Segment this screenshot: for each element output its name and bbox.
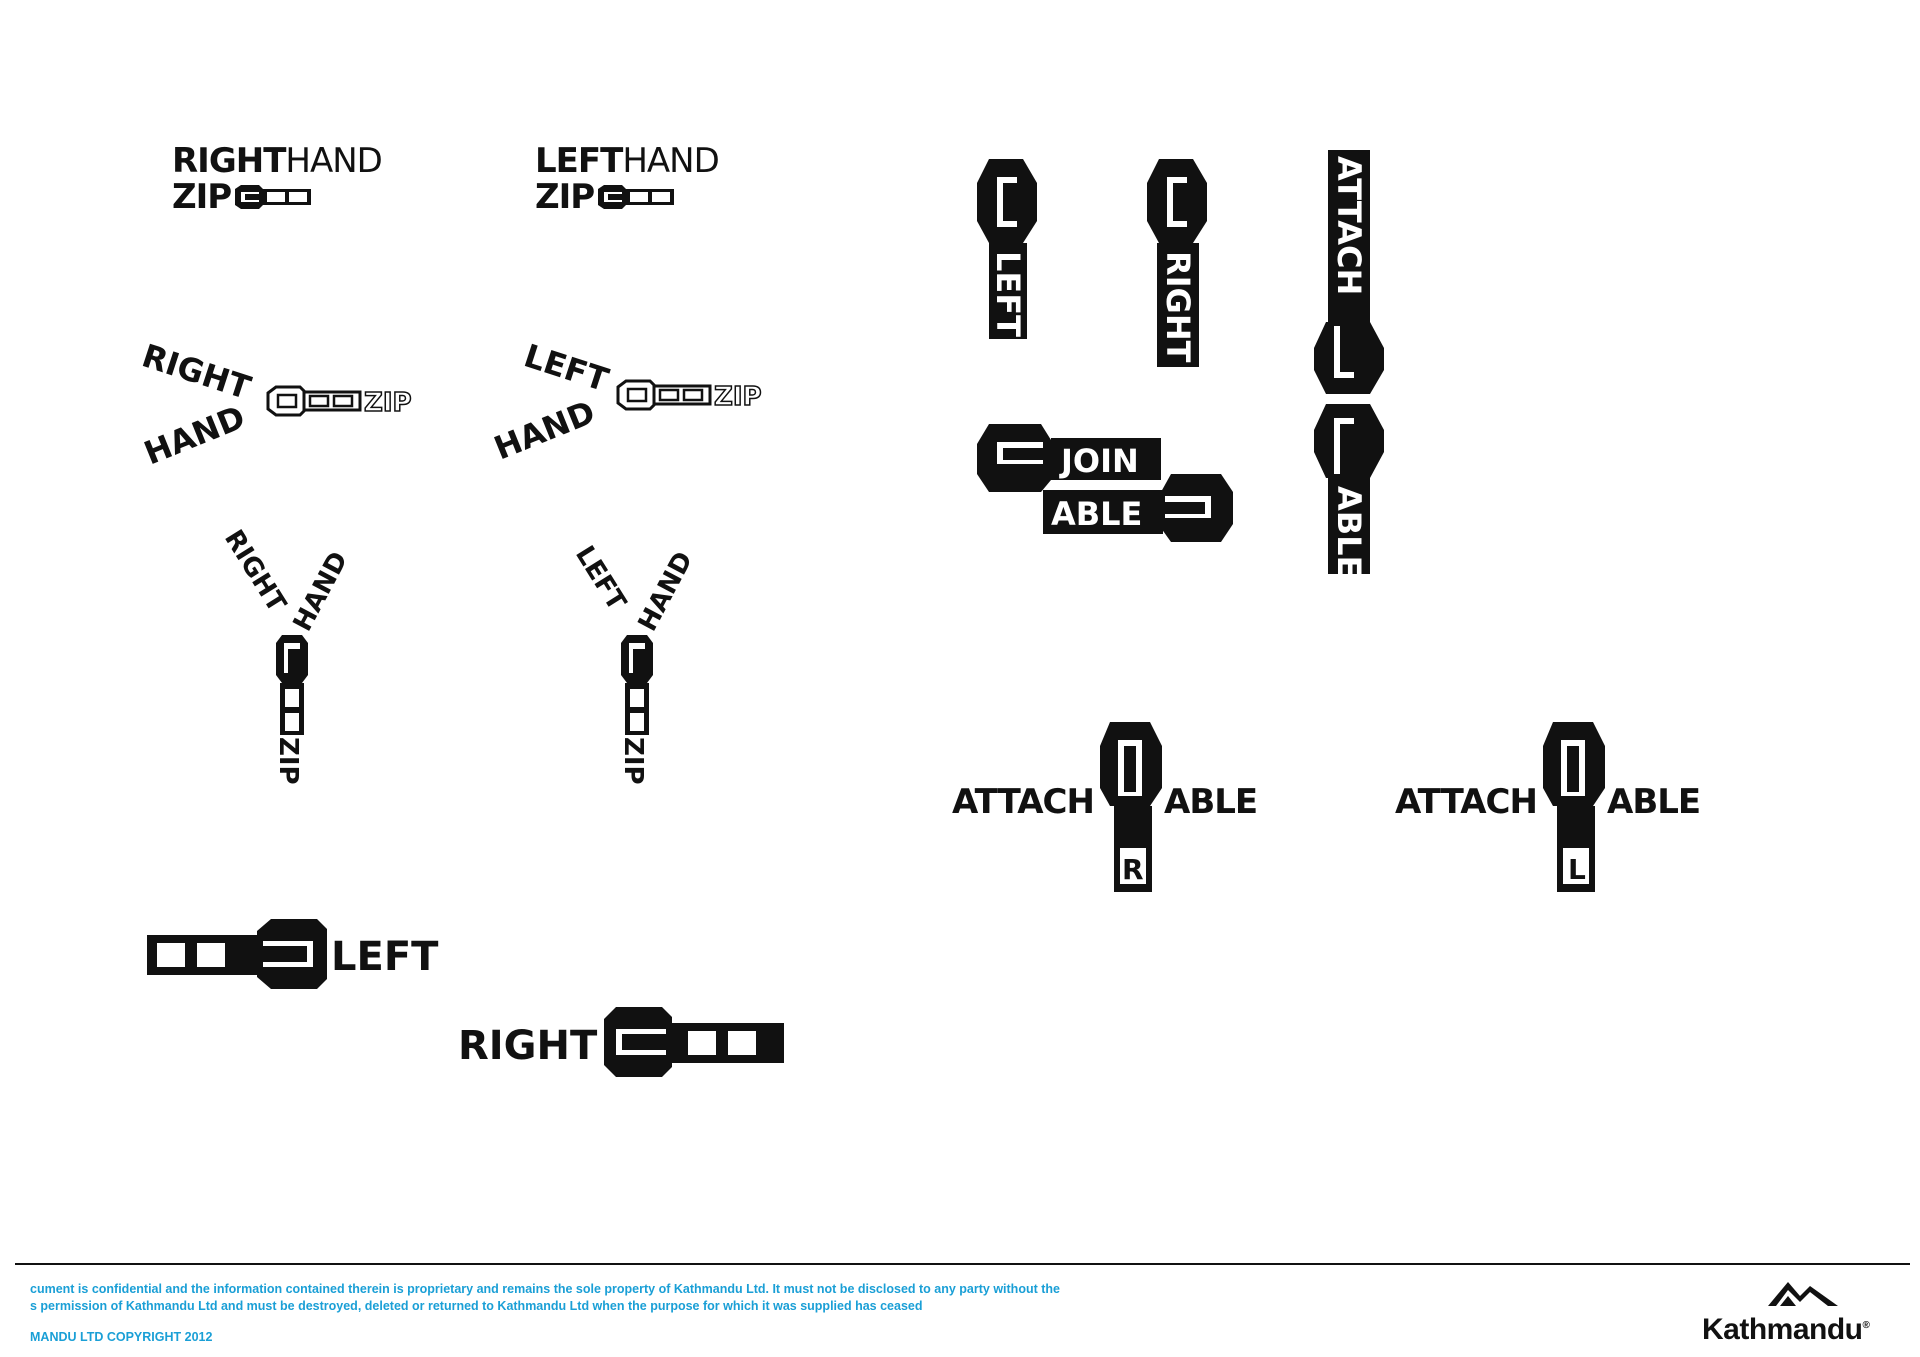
able-label: ABLE [1051,495,1142,533]
zipper-pull-horizontal-icon [147,919,327,989]
logo-tab-left: LEFT [977,159,1037,339]
kathmandu-mountain-logo-icon [1768,1282,1838,1306]
logo-y-lefthand-zip: LEFT HAND ZIP [569,541,700,785]
logo-word-1: RIGHT [218,525,292,618]
footer-copyright: MANDU LTD COPYRIGHT 2012 [30,1330,213,1344]
side-letter: R [1122,853,1144,886]
logo-word-bold: RIGHT [172,141,286,181]
logo-word-1: RIGHT [140,336,255,407]
brand-wordmark: Kathmandu® [1702,1313,1870,1347]
join-label: JOIN [1059,442,1139,480]
logo-word-zip: ZIP [714,382,762,412]
able-label: ABLE [1607,782,1700,822]
zipper-pull-vertical-icon [276,635,308,735]
attach-label: ATTACH [952,782,1094,822]
zipper-pull-horizontal-icon [604,1007,784,1077]
logo-attach-able-vertical: ATTACH ABLE [1314,150,1384,577]
logo-righthand-zip: RIGHTHAND ZIP [172,143,422,223]
logo-word-light: HAND [285,141,382,181]
logo-word-2: HAND [288,547,355,636]
logo-curved-lefthand-zip: LEFT HAND ZIP [490,336,762,468]
logo-word-zip: ZIP [364,388,412,418]
side-letter: L [1568,853,1586,886]
zipper-pull-outline-icon [266,385,362,417]
logo-word-zip: ZIP [273,737,303,785]
logo-word-2: HAND [490,393,600,468]
logo-word-1: LEFT [520,336,614,399]
logo-word-1: LEFT [569,541,632,616]
attach-label: ATTACH [1330,156,1368,295]
able-label: ABLE [1164,782,1257,822]
logo-word-zip: ZIP [172,177,232,217]
zipper-pull-icon [598,185,675,209]
attach-label: ATTACH [1395,782,1537,822]
zipper-pull-vertical-icon [621,635,653,735]
zipper-pull-outline-icon [616,379,712,411]
logo-pull-left: LEFT [147,919,439,989]
logo-curved-righthand-zip: RIGHT HAND ZIP [140,336,412,473]
pull-label: RIGHT [458,1023,598,1069]
footer-divider [15,1263,1910,1265]
logo-tab-right: RIGHT [1147,159,1207,367]
logo-attach-l-able: ATTACH L ABLE [1393,718,1713,898]
tab-label: RIGHT [1159,251,1197,363]
logo-word-2: HAND [140,398,250,473]
able-label: ABLE [1330,486,1368,577]
footer-confidential-line-2: s permission of Kathmandu Ltd and must b… [30,1299,923,1313]
logo-pull-right: RIGHT [458,1007,784,1077]
logo-word-light: HAND [622,141,719,181]
logo-lefthand-zip: LEFTHAND ZIP [535,143,785,223]
registered-mark: ® [1862,1320,1870,1331]
brand-name: Kathmandu [1702,1313,1863,1346]
logo-attach-r-able: ATTACH R ABLE [950,718,1270,898]
tab-label: LEFT [989,251,1027,337]
logo-word-zip: ZIP [535,177,595,217]
logo-word-zip: ZIP [618,737,648,785]
logo-join-able: JOIN ABLE [977,424,1233,542]
footer-confidential-line-1: cument is confidential and the informati… [30,1282,1060,1296]
logo-word-bold: LEFT [535,141,623,181]
zipper-pull-icon [235,185,312,209]
pull-label: LEFT [331,934,439,980]
logo-y-righthand-zip: RIGHT HAND ZIP [218,525,355,785]
logo-word-2: HAND [633,547,700,636]
